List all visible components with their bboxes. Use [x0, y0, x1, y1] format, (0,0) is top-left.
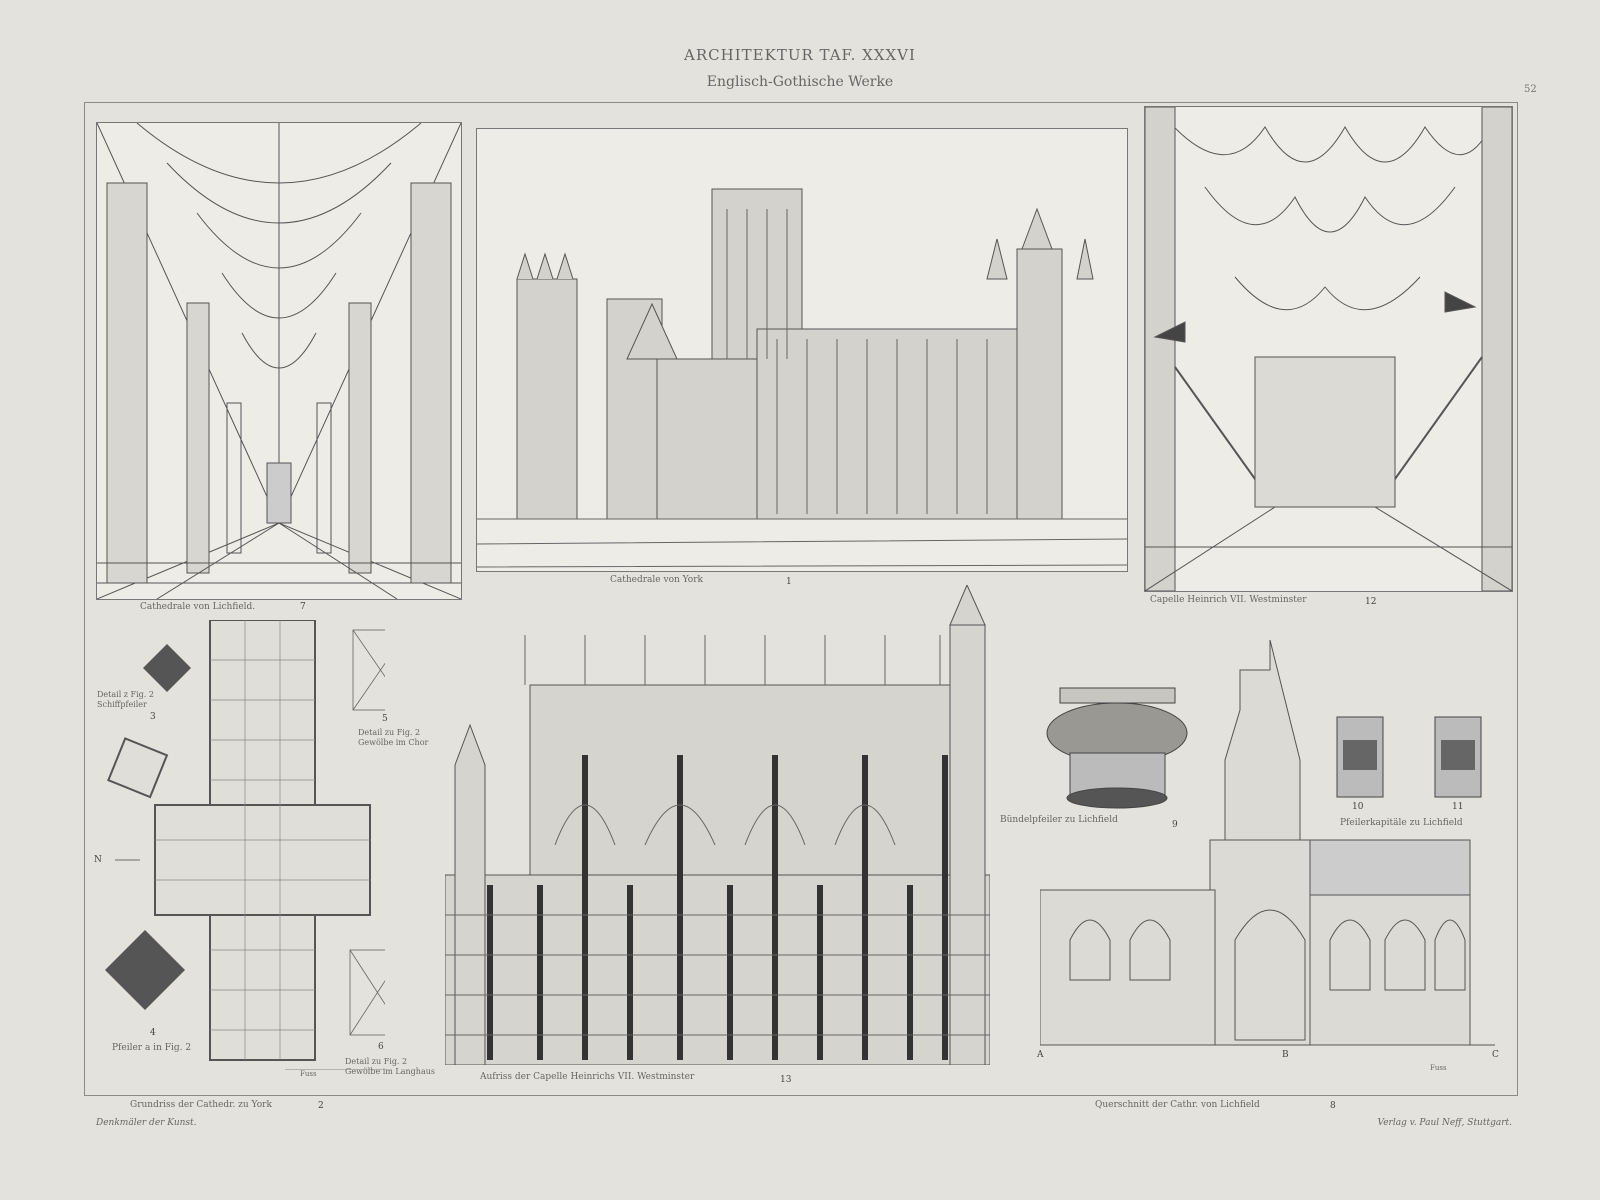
plate-subtitle: Englisch-Gothische Werke [706, 74, 894, 90]
fig3-number: 3 [150, 712, 156, 722]
section-label-c: C [1492, 1050, 1499, 1060]
fig6-caption: Detail zu Fig. 2 Gewölbe im Langhaus [345, 1057, 435, 1077]
york-cathedral-engraving [476, 128, 1128, 572]
fig10-number: 10 [1352, 802, 1364, 812]
fig4-number: 4 [150, 1028, 156, 1038]
fig7-caption: Cathedrale von Lichfield. [140, 602, 256, 612]
fig3-caption-line2: Schiffpfeiler [97, 700, 147, 709]
capital-10-drawing [1336, 716, 1384, 798]
york-plan-drawing [105, 620, 385, 1070]
lichfield-section-drawing [1040, 640, 1495, 1046]
fig9-number: 9 [1172, 820, 1178, 830]
fig5-caption-line1: Detail zu Fig. 2 [358, 728, 421, 737]
fig1-number: 1 [786, 577, 792, 587]
fig3-caption-line1: Detail z Fig. 2 [97, 690, 154, 699]
plate-border [84, 102, 1518, 1096]
fig5-caption: Detail zu Fig. 2 Gewölbe im Chor [358, 728, 428, 748]
westminster-chapel-engraving [1144, 106, 1513, 592]
footer-publisher: Verlag v. Paul Neff, Stuttgart. [1377, 1118, 1512, 1128]
westminster-elevation-drawing [445, 585, 990, 1065]
fig11-number: 11 [1452, 802, 1464, 812]
fig6-caption-line1: Detail zu Fig. 2 [345, 1057, 408, 1066]
section-label-a: A [1037, 1050, 1044, 1060]
nave-vault-drawing [97, 123, 461, 599]
fig8-caption: Querschnitt der Cathr. von Lichfield [1095, 1100, 1260, 1110]
fig13-caption: Aufriss der Capelle Heinrichs VII. Westm… [480, 1072, 695, 1082]
bundle-pier-drawing [1046, 687, 1188, 809]
fig5-number: 5 [382, 714, 388, 724]
fig5-caption-line2: Gewölbe im Chor [358, 738, 429, 747]
fig12-number: 12 [1365, 597, 1377, 607]
plate-number: 52 [1524, 84, 1537, 95]
fig8-number: 8 [1330, 1101, 1336, 1111]
section-label-b: B [1282, 1050, 1289, 1060]
fig12-caption: Capelle Heinrich VII. Westminster [1150, 595, 1307, 605]
fig6-caption-line2: Gewölbe im Langhaus [345, 1067, 435, 1076]
york-cathedral-drawing [477, 188, 1127, 568]
fig8-scale-label: Fuss [1430, 1064, 1447, 1072]
fig6-number: 6 [378, 1042, 384, 1052]
north-label: N [94, 855, 102, 865]
plate-title: ARCHITEKTUR TAF. XXXVI [684, 46, 916, 64]
fig2-number: 2 [318, 1101, 324, 1111]
fig9-caption: Bündelpfeiler zu Lichfield [1000, 815, 1118, 825]
capital-11-drawing [1434, 716, 1482, 798]
fig13-number: 13 [780, 1075, 792, 1085]
fig2-scale-label: Fuss [300, 1070, 317, 1078]
lichfield-interior-engraving [96, 122, 462, 600]
fig7-number: 7 [300, 602, 306, 612]
fan-vault-drawing [1145, 107, 1512, 591]
fig2-caption: Grundriss der Cathedr. zu York [130, 1100, 272, 1110]
fig4-caption: Pfeiler a in Fig. 2 [112, 1043, 192, 1053]
fig3-caption: Detail z Fig. 2 Schiffpfeiler [97, 690, 154, 710]
footer-series: Denkmäler der Kunst. [96, 1118, 197, 1128]
fig1-caption: Cathedrale von York [610, 575, 703, 585]
fig10-11-caption: Pfeilerkapitäle zu Lichfield [1340, 818, 1463, 828]
